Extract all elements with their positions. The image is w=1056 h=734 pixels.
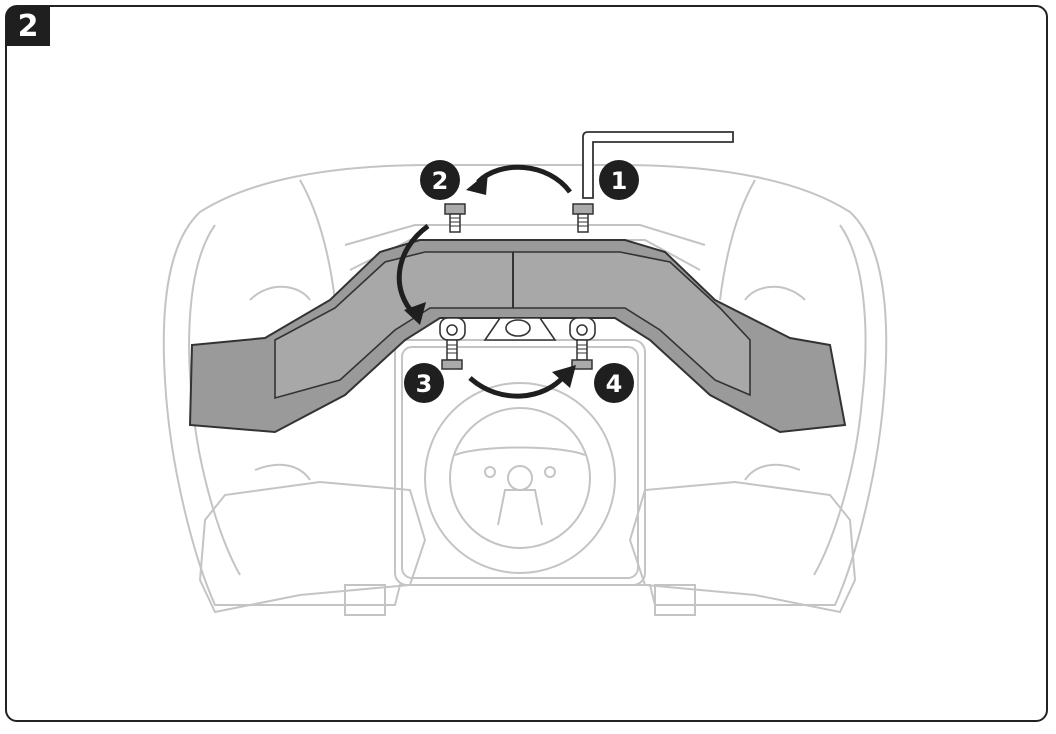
illustration-frame xyxy=(5,5,1048,722)
callout-1: 1 xyxy=(599,160,639,200)
callout-4: 4 xyxy=(594,363,634,403)
svg-text:2: 2 xyxy=(432,167,449,195)
screw-top-right xyxy=(572,203,594,233)
callout-3: 3 xyxy=(404,363,444,403)
svg-text:4: 4 xyxy=(606,370,623,398)
step-number-badge: 2 xyxy=(6,6,50,46)
svg-text:1: 1 xyxy=(611,167,628,195)
allen-key xyxy=(582,131,734,199)
callout-2: 2 xyxy=(420,160,460,200)
svg-text:3: 3 xyxy=(416,370,433,398)
screw-top-left xyxy=(444,203,466,233)
screw-bottom-right xyxy=(571,339,593,370)
shifter-bar xyxy=(188,239,847,434)
arrow-heads xyxy=(404,172,576,388)
screw-bottom-left xyxy=(441,339,463,370)
